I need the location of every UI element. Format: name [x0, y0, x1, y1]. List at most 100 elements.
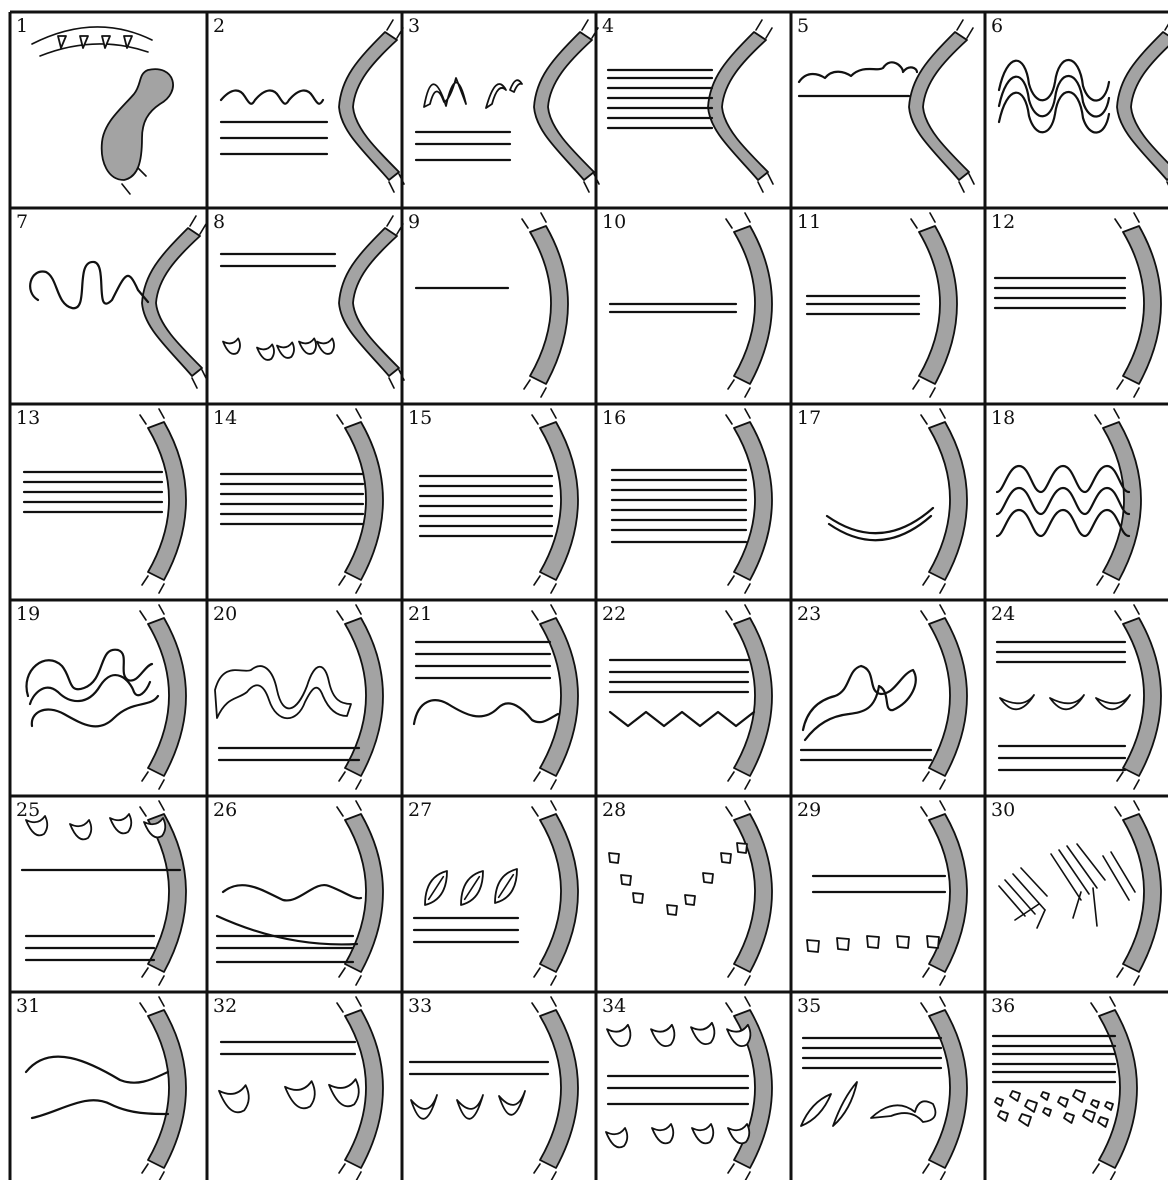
- motif-cell: 28: [602, 799, 772, 985]
- motif-cell: 19: [16, 603, 186, 789]
- comma-impression: [299, 338, 316, 354]
- cell-number: 9: [408, 211, 420, 233]
- rim-profile: [148, 618, 186, 776]
- motif-cell: 10: [602, 211, 772, 397]
- square-stamp: [897, 936, 909, 948]
- cell-number: 7: [16, 211, 28, 233]
- cell-number: 3: [408, 15, 420, 37]
- square-stamp: [807, 940, 819, 952]
- cell-number: 29: [797, 799, 821, 821]
- motif-cell: 13: [16, 407, 186, 593]
- wing-impression: [510, 80, 522, 92]
- motif-cell: 23: [797, 603, 967, 789]
- cell-number: 13: [16, 407, 40, 429]
- rim-profile: [148, 1010, 186, 1168]
- motif-cell: 3: [408, 15, 599, 192]
- rim-profile: [540, 1010, 578, 1168]
- square-stamp: [721, 853, 731, 863]
- motif-cell: 30: [991, 799, 1161, 985]
- cell-number: 1: [16, 15, 28, 37]
- square-stamp: [927, 936, 939, 948]
- triangle-notch: [80, 36, 88, 48]
- cell-number: 26: [213, 799, 237, 821]
- incised-stroke: [1093, 888, 1097, 926]
- rim-profile: [345, 618, 383, 776]
- triangle-notch: [58, 36, 66, 48]
- rim-profile: [708, 32, 768, 180]
- hook-impression: [606, 1128, 627, 1147]
- cell-number: 8: [213, 211, 225, 233]
- incised-stroke: [1021, 868, 1047, 896]
- motif-cell: 24: [991, 603, 1161, 789]
- rim-arc-bottom: [40, 44, 148, 56]
- square-stamp: [609, 853, 619, 863]
- pebble-stamp: [1010, 1091, 1020, 1101]
- rim-profile: [1103, 422, 1141, 580]
- pebble-stamp: [1105, 1102, 1113, 1110]
- pebble-stamp: [1073, 1090, 1085, 1102]
- motif-cell: 31: [16, 995, 186, 1180]
- cell-number: 25: [16, 799, 40, 821]
- rim-profile: [1099, 1010, 1137, 1168]
- cell-number: 4: [602, 15, 614, 37]
- crescent-impression: [1096, 695, 1130, 709]
- comma-impression: [277, 342, 294, 358]
- zigzag-line: [610, 712, 754, 726]
- motif-cell: 26: [213, 799, 383, 985]
- comma-impression: [219, 1085, 249, 1112]
- cell-number: 31: [16, 995, 40, 1017]
- cell-number: 11: [797, 211, 821, 233]
- hook-impression: [727, 1025, 750, 1046]
- motif-cell: 4: [602, 15, 773, 192]
- claw-impression: [801, 1094, 831, 1126]
- rim-profile: [142, 228, 202, 376]
- rim-profile: [734, 618, 772, 776]
- motif-cell: 22: [602, 603, 772, 789]
- comma-impression: [285, 1081, 315, 1108]
- motif-cell: 5: [797, 15, 974, 192]
- fan-impression: [871, 1101, 935, 1122]
- cell-number: 22: [602, 603, 626, 625]
- cell-number: 16: [602, 407, 626, 429]
- arch-wave-line: [997, 510, 1129, 536]
- pebble-stamp: [1098, 1117, 1108, 1127]
- sherd-fragment: [102, 69, 173, 180]
- rim-profile: [734, 226, 772, 384]
- pebble-stamp: [998, 1111, 1008, 1121]
- wing-impression: [424, 78, 466, 107]
- motif-cell: 33: [408, 995, 578, 1180]
- wavy-line: [414, 700, 558, 724]
- cell-number: 28: [602, 799, 626, 821]
- rim-profile: [534, 32, 594, 180]
- rim-profile: [345, 422, 383, 580]
- square-stamp: [633, 893, 643, 903]
- square-stamp: [837, 938, 849, 950]
- rim-profile: [1123, 814, 1161, 972]
- hook-impression: [652, 1124, 673, 1143]
- triangle-notch: [102, 36, 110, 48]
- motif-cell: 16: [602, 407, 772, 593]
- square-stamp: [621, 875, 631, 885]
- incised-stroke: [1015, 904, 1039, 920]
- hook-impression: [110, 814, 131, 833]
- rim-profile: [540, 814, 578, 972]
- square-stamp: [703, 873, 713, 883]
- square-stamp: [667, 905, 677, 915]
- hook-impression: [728, 1124, 749, 1143]
- pebble-stamp: [1091, 1100, 1099, 1108]
- sagging-line: [829, 516, 931, 540]
- incised-stroke: [1073, 892, 1081, 918]
- cell-number: 24: [991, 603, 1015, 625]
- crescent-impression: [1050, 695, 1084, 709]
- hook-impression: [651, 1025, 674, 1046]
- motif-cell: 21: [408, 603, 578, 789]
- rim-profile: [734, 814, 772, 972]
- cell-number: 10: [602, 211, 626, 233]
- converging-line: [26, 1057, 168, 1083]
- motif-cell: 29: [797, 799, 967, 985]
- diagonal-line: [217, 916, 357, 944]
- cell-number: 15: [408, 407, 432, 429]
- scalloped-line: [799, 62, 917, 82]
- motif-cell: 34: [602, 995, 772, 1180]
- wing-impression: [486, 84, 506, 108]
